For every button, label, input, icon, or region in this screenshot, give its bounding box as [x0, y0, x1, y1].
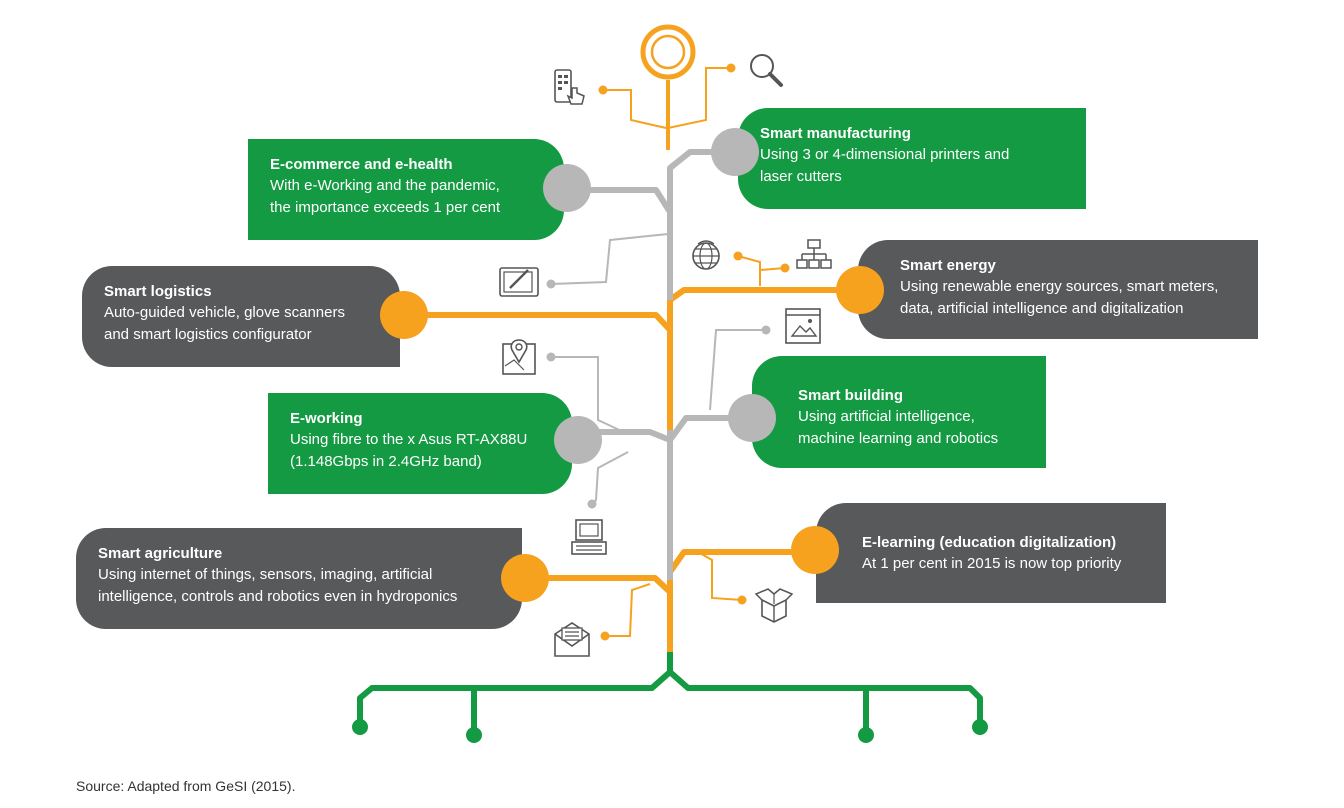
node-smart-agriculture: Smart agriculture Using internet of thin…: [76, 528, 522, 629]
drawing-tablet-icon: [499, 267, 539, 297]
node-line: Using artificial intelligence,: [798, 408, 975, 425]
magnifier-icon: [750, 54, 783, 87]
node-line: machine learning and robotics: [798, 430, 999, 447]
node-title: Smart logistics: [104, 283, 212, 300]
node-line: With e-Working and the pandemic,: [270, 177, 500, 194]
connector-dot: [733, 251, 743, 261]
node-e-learning: E-learning (education digitalization) At…: [816, 503, 1166, 603]
node-title: E-learning (education digitalization): [862, 534, 1117, 551]
node-title: Smart agriculture: [98, 545, 223, 562]
smartphone-icon: [554, 69, 585, 105]
globe-icon: [692, 240, 720, 270]
node-title: Smart building: [798, 387, 903, 404]
source-caption: Source: Adapted from GeSI (2015).: [76, 778, 296, 794]
node-title: E-commerce and e-health: [270, 156, 453, 173]
node-smart-logistics: Smart logistics Auto-guided vehicle, glo…: [82, 266, 400, 367]
node-line: Using renewable energy sources, smart me…: [900, 278, 1219, 295]
connector-dot: [726, 63, 736, 73]
open-box-icon: [754, 588, 794, 623]
connector-dot: [761, 325, 771, 335]
connector-dot: [587, 499, 597, 509]
connector-dot: [546, 352, 556, 362]
node-title: E-working: [290, 410, 363, 427]
connector-dot: [600, 631, 610, 641]
root-tips: [352, 719, 988, 743]
node-line: Using 3 or 4-dimensional printers and: [760, 146, 1010, 163]
node-line: Auto-guided vehicle, glove scanners: [104, 304, 345, 321]
connector-dot: [546, 279, 556, 289]
pos-terminal-icon: [571, 519, 607, 555]
connector-dot: [598, 85, 608, 95]
node-line: intelligence, controls and robotics even…: [98, 588, 458, 605]
org-chart-icon: [796, 239, 832, 269]
root-tip: [466, 727, 482, 743]
node-smart-building: Smart building Using artificial intellig…: [752, 356, 1046, 468]
node-title: Smart energy: [900, 257, 996, 274]
root-tip: [352, 719, 368, 735]
node-line: the importance exceeds 1 per cent: [270, 199, 501, 216]
image-window-icon: [785, 308, 821, 344]
connector-dot: [737, 595, 747, 605]
node-title: Smart manufacturing: [760, 125, 911, 142]
trunk: [410, 149, 860, 652]
node-line: and smart logistics configurator: [104, 326, 312, 343]
top-ring: [640, 24, 696, 150]
node-line: Using internet of things, sensors, imagi…: [98, 566, 433, 583]
connector-dots: [546, 63, 790, 641]
node-line: data, artificial intelligence and digita…: [900, 300, 1184, 317]
node-line: laser cutters: [760, 168, 842, 185]
connector-dot: [780, 263, 790, 273]
roots: [357, 652, 983, 732]
node-e-commerce: E-commerce and e-health With e-Working a…: [248, 139, 564, 240]
envelope-icon: [554, 622, 590, 657]
node-line: At 1 per cent in 2015 is now top priorit…: [862, 555, 1122, 572]
location-map-icon: [502, 339, 536, 375]
node-e-working: E-working Using fibre to the x Asus RT-A…: [268, 393, 572, 494]
node-smart-manufacturing: Smart manufacturing Using 3 or 4-dimensi…: [738, 108, 1086, 209]
node-line: Using fibre to the x Asus RT-AX88U: [290, 431, 528, 448]
root-tip: [972, 719, 988, 735]
node-line: (1.148Gbps in 2.4GHz band): [290, 453, 482, 470]
node-smart-energy: Smart energy Using renewable energy sour…: [858, 240, 1258, 339]
root-tip: [858, 727, 874, 743]
